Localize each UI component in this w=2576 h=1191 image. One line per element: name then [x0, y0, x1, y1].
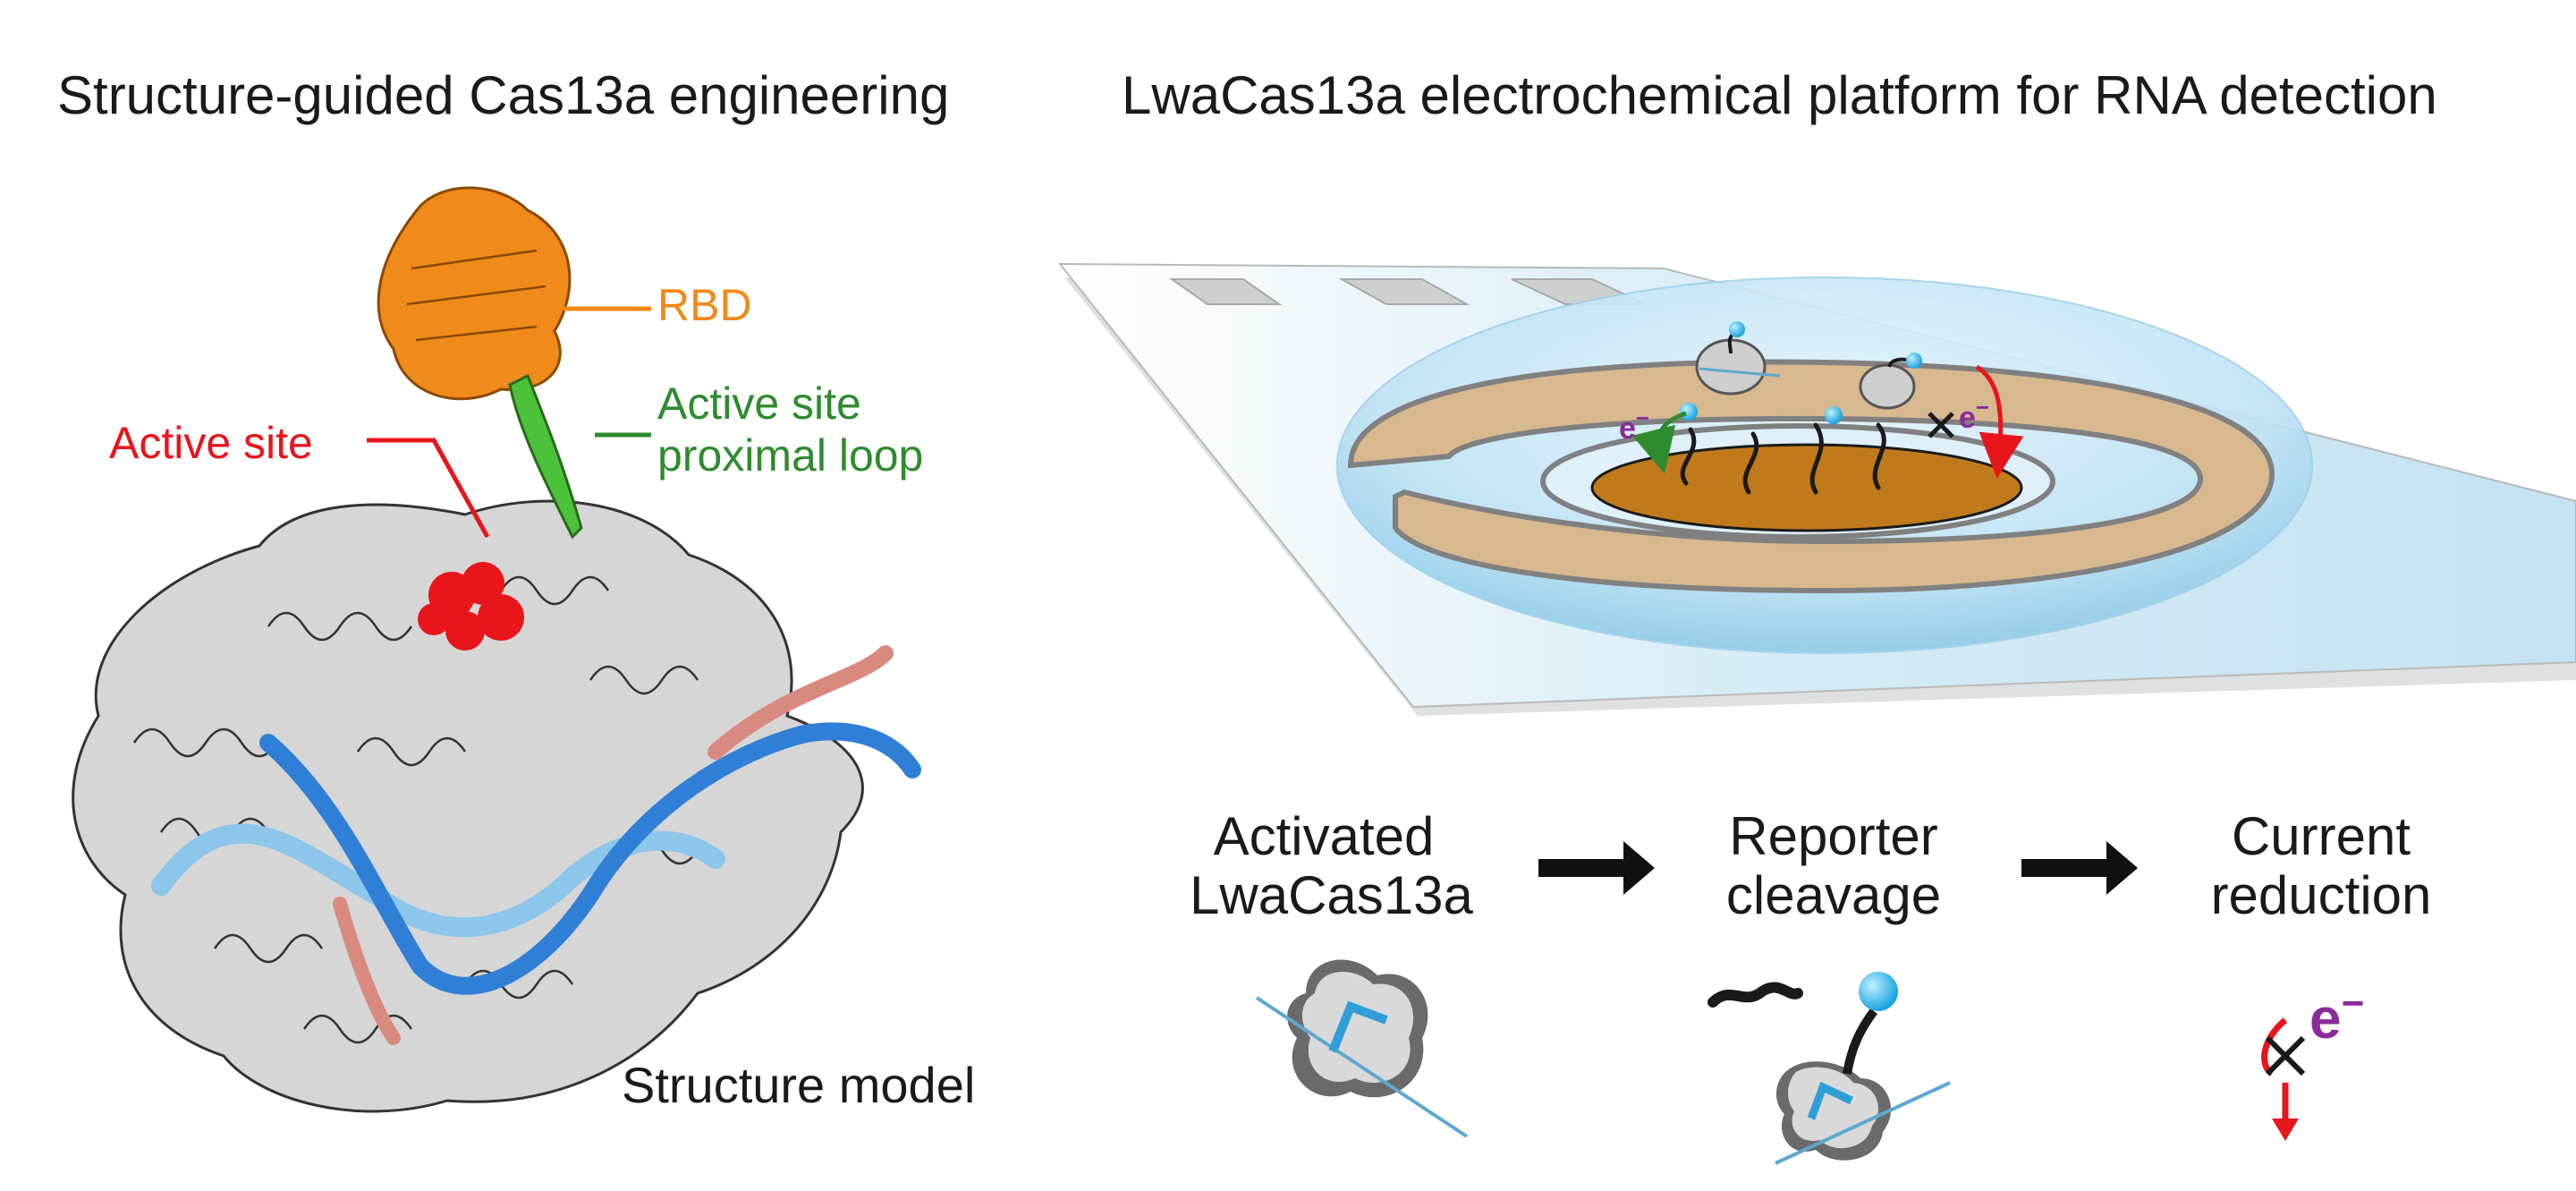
electron-label-right: e− — [1959, 394, 1989, 435]
active-site-callout-line — [367, 438, 490, 539]
surface-reporter-ball — [1680, 403, 1698, 421]
proximal-loop-label-line2: proximal loop — [657, 430, 924, 481]
active-site-label: Active site — [109, 418, 313, 468]
electron-transfer-arrow — [1631, 411, 1687, 474]
structure-model-label: Structure model — [622, 1057, 976, 1113]
current-reduction-icon: e− — [2261, 982, 2364, 1141]
step-arrows — [1538, 841, 2138, 895]
surface-reporters — [1680, 422, 1886, 495]
step-current-reduction: Current reduction — [2182, 807, 2460, 925]
rbd-label: RBD — [657, 280, 752, 330]
right-panel-title: LwaCas13a electrochemical platform for R… — [1122, 65, 2437, 125]
active-site-cluster — [418, 562, 524, 651]
activated-cas13a-icon — [1255, 959, 1469, 1138]
rbd-sheets — [406, 249, 547, 342]
rbd-domain — [377, 186, 572, 401]
working-electrode — [1590, 443, 2023, 532]
step-activated: Activated LwaCas13a — [1190, 806, 1473, 925]
pink-strand — [708, 645, 894, 760]
blocked-electron-arrow — [1975, 364, 2024, 479]
contact-pads — [1168, 278, 1647, 305]
protein-body — [72, 499, 864, 1113]
droplet-cas13a-icon — [1695, 321, 1781, 396]
electron-label-left: e− — [1619, 404, 1649, 446]
block-x-icon — [1928, 412, 1954, 438]
reporter-cleavage-icon — [1707, 972, 1951, 1165]
pink-strand-lower — [333, 897, 401, 1045]
step-activated-line2: LwaCas13a — [1190, 865, 1473, 925]
step-arrow-1 — [1538, 841, 1655, 895]
reference-electrode — [1347, 359, 2275, 594]
protein-structure — [72, 186, 921, 1113]
proximal-loop-label-line1: Active site — [657, 379, 861, 429]
step-reporter-line1: Reporter — [1729, 806, 1938, 866]
surface-reporter-ball-2 — [1825, 406, 1843, 424]
proximal-loop — [508, 373, 583, 540]
helix-coils — [132, 575, 699, 1044]
step-arrow-2 — [2021, 841, 2138, 895]
target-rna-strand — [259, 722, 921, 995]
step-current-line2: reduction — [2210, 865, 2432, 925]
step-reporter-line2: cleavage — [1725, 865, 1942, 925]
electrode-platform — [1057, 262, 2576, 716]
left-panel-title: Structure-guided Cas13a engineering — [57, 65, 950, 125]
step-current-line1: Current — [2231, 806, 2411, 866]
step-activated-line1: Activated — [1213, 806, 1435, 866]
current-reduction-electron-label: e− — [2309, 982, 2364, 1051]
step-reporter-cleavage: Reporter cleavage — [1682, 807, 1986, 925]
droplet-cas13a-icon-2 — [1859, 353, 1922, 410]
